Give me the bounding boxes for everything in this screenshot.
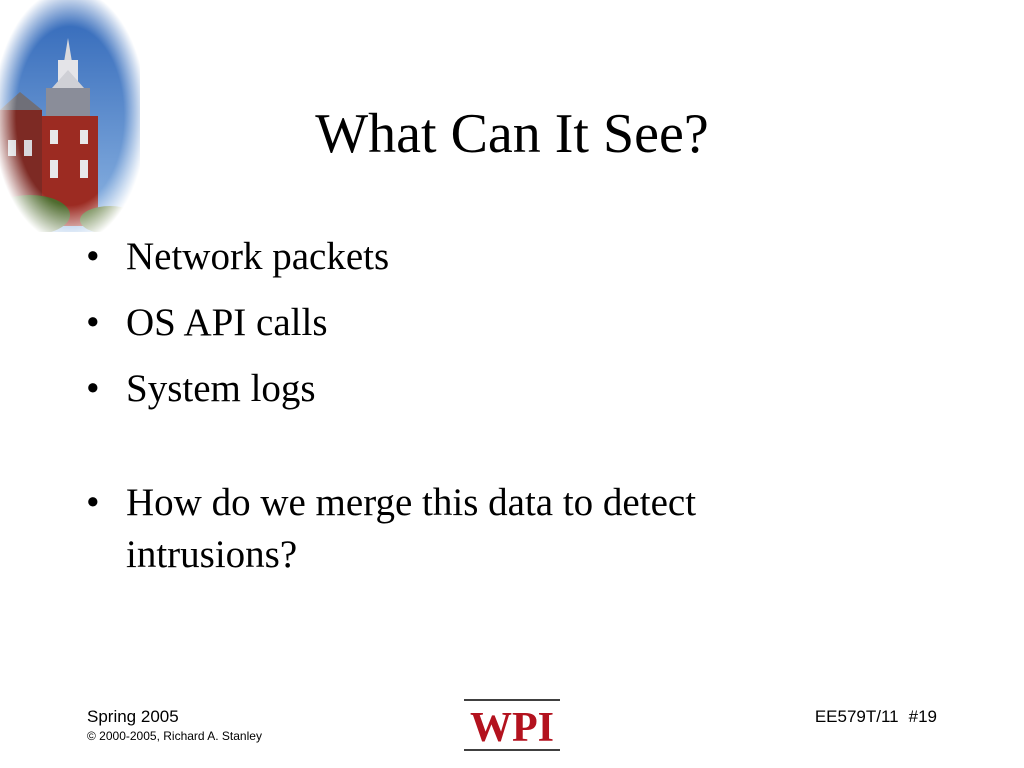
- slide-number: #19: [908, 707, 937, 726]
- bullet-list: • Network packets • OS API calls • Syste…: [86, 231, 846, 595]
- bullet-text: OS API calls: [126, 301, 328, 344]
- bullet-item: • OS API calls: [86, 297, 846, 349]
- footer-term: Spring 2005: [87, 707, 179, 726]
- bullet-marker: •: [86, 367, 100, 410]
- wpi-logo: WPI: [464, 699, 560, 751]
- bullet-marker: •: [86, 301, 100, 344]
- footer-copyright: © 2000-2005, Richard A. Stanley: [87, 729, 262, 743]
- course-code: EE579T/11: [814, 707, 899, 726]
- footer-right: EE579T/11 #19: [815, 706, 937, 728]
- wpi-logo-text: WPI: [470, 705, 554, 751]
- footer-left: Spring 2005 © 2000-2005, Richard A. Stan…: [87, 706, 262, 744]
- tower-photo: [0, 0, 140, 232]
- bullet-marker: •: [86, 481, 100, 524]
- bullet-text: System logs: [126, 367, 316, 410]
- bullet-item: • System logs: [86, 363, 846, 415]
- bullet-text: How do we merge this data to detect intr…: [126, 481, 697, 576]
- bullet-marker: •: [86, 235, 100, 278]
- slide-title: What Can It See?: [315, 103, 709, 165]
- bullet-item: • Network packets: [86, 231, 846, 283]
- bullet-text: Network packets: [126, 235, 390, 278]
- bullet-item: • How do we merge this data to detect in…: [86, 477, 846, 581]
